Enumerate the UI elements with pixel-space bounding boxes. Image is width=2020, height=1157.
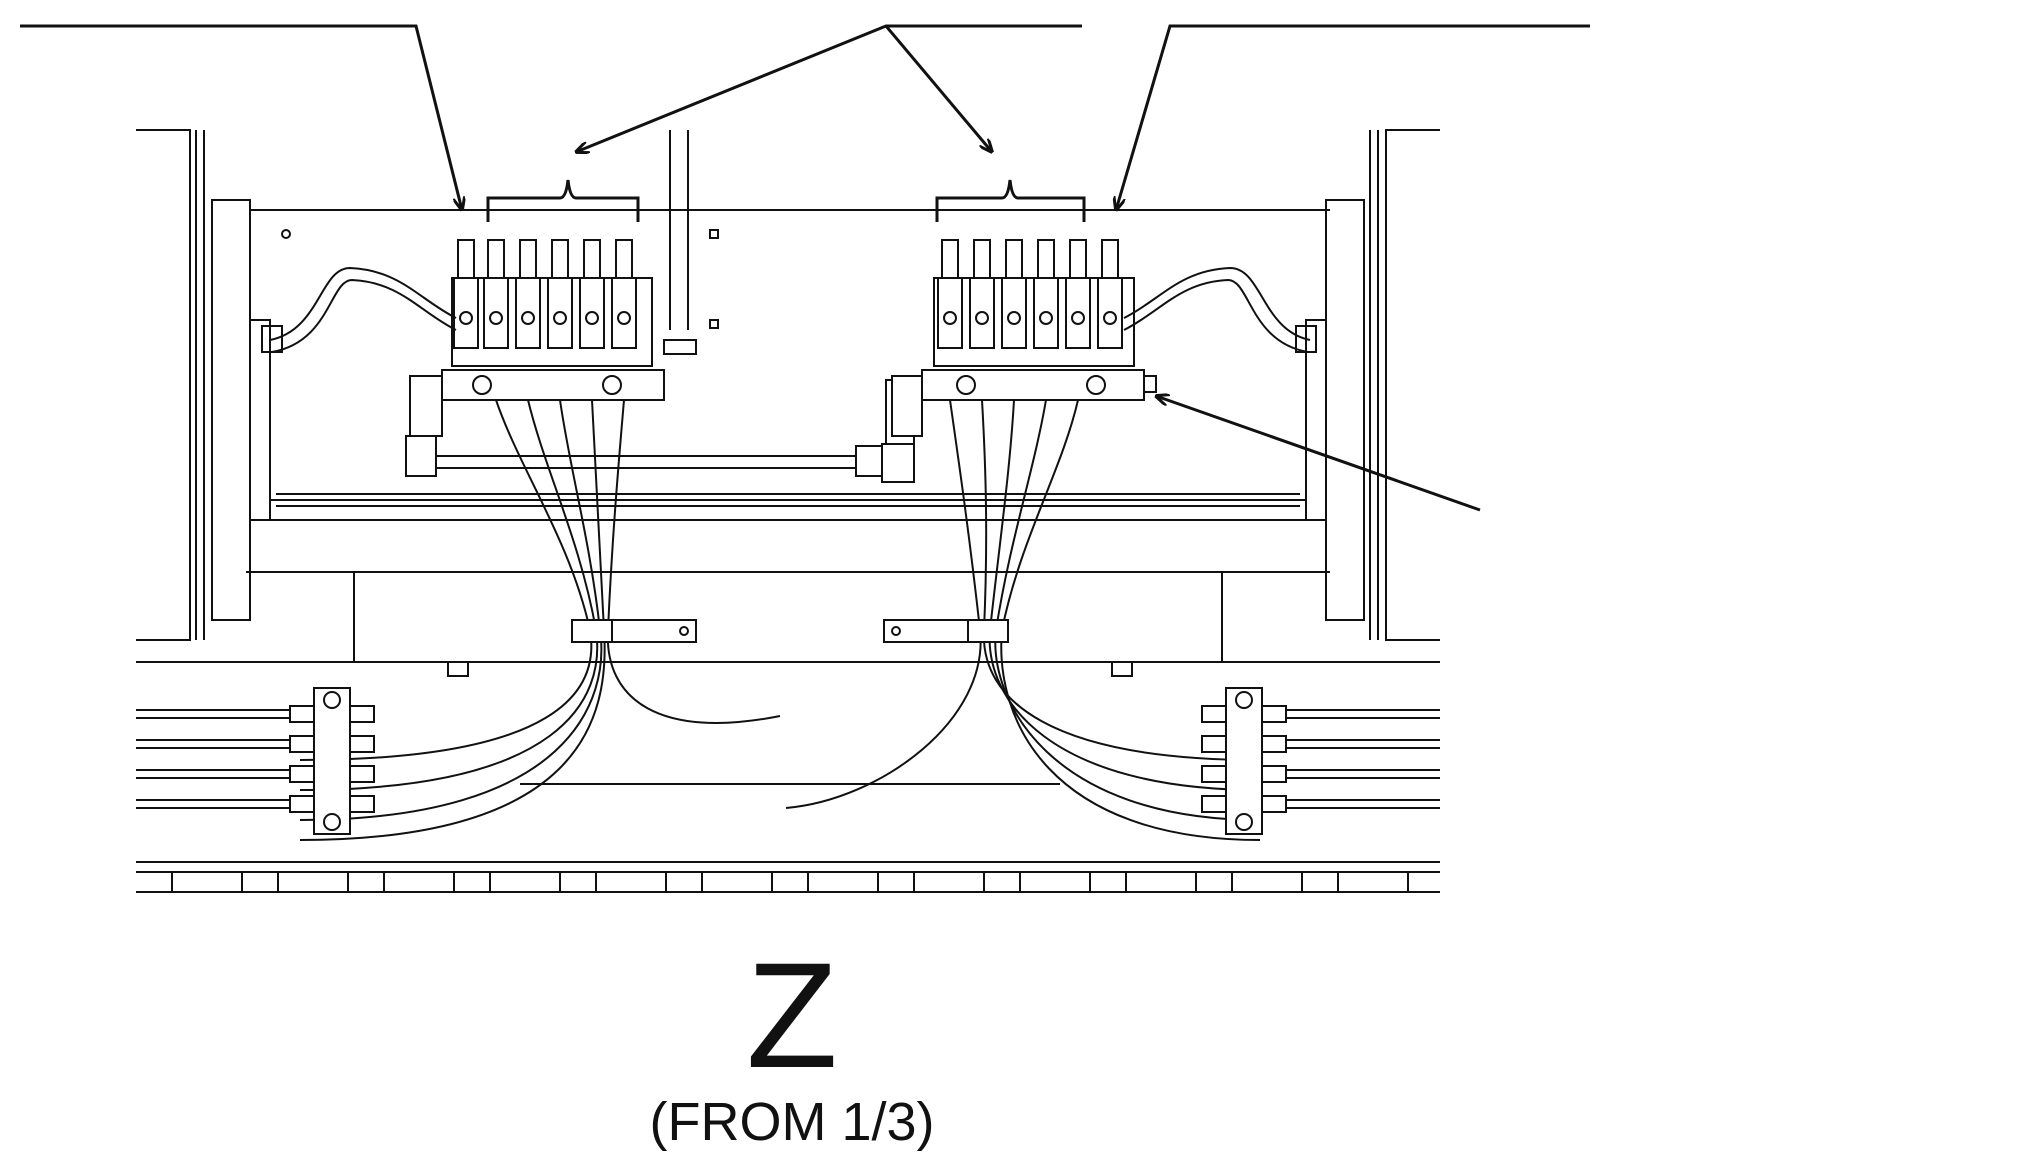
view-source-reference: (FROM 1/3) — [649, 1092, 935, 1152]
chain-links — [171, 871, 1409, 893]
manifold-left — [136, 687, 375, 835]
leader-group-left — [576, 24, 1082, 152]
group-braces — [486, 179, 1086, 222]
leader-left-block — [20, 24, 462, 210]
brace-right — [935, 179, 1086, 222]
hose-brackets — [281, 229, 1133, 677]
valve-stack-left — [453, 239, 637, 349]
machine-frame — [136, 129, 1440, 893]
leader-side-arrow — [1156, 396, 1481, 512]
valve-stack-right — [937, 239, 1123, 349]
leader-lines — [20, 24, 1590, 512]
distribution-block-right — [891, 239, 1157, 437]
view-letter: Z — [746, 931, 838, 1099]
distribution-block-left — [405, 130, 915, 483]
brace-left — [486, 179, 640, 222]
leader-group-right — [884, 25, 992, 152]
hose-bundles — [299, 399, 1261, 841]
leader-right-block — [1116, 24, 1590, 210]
supply-hoses — [261, 266, 1317, 353]
manifold-right — [1201, 687, 1440, 835]
